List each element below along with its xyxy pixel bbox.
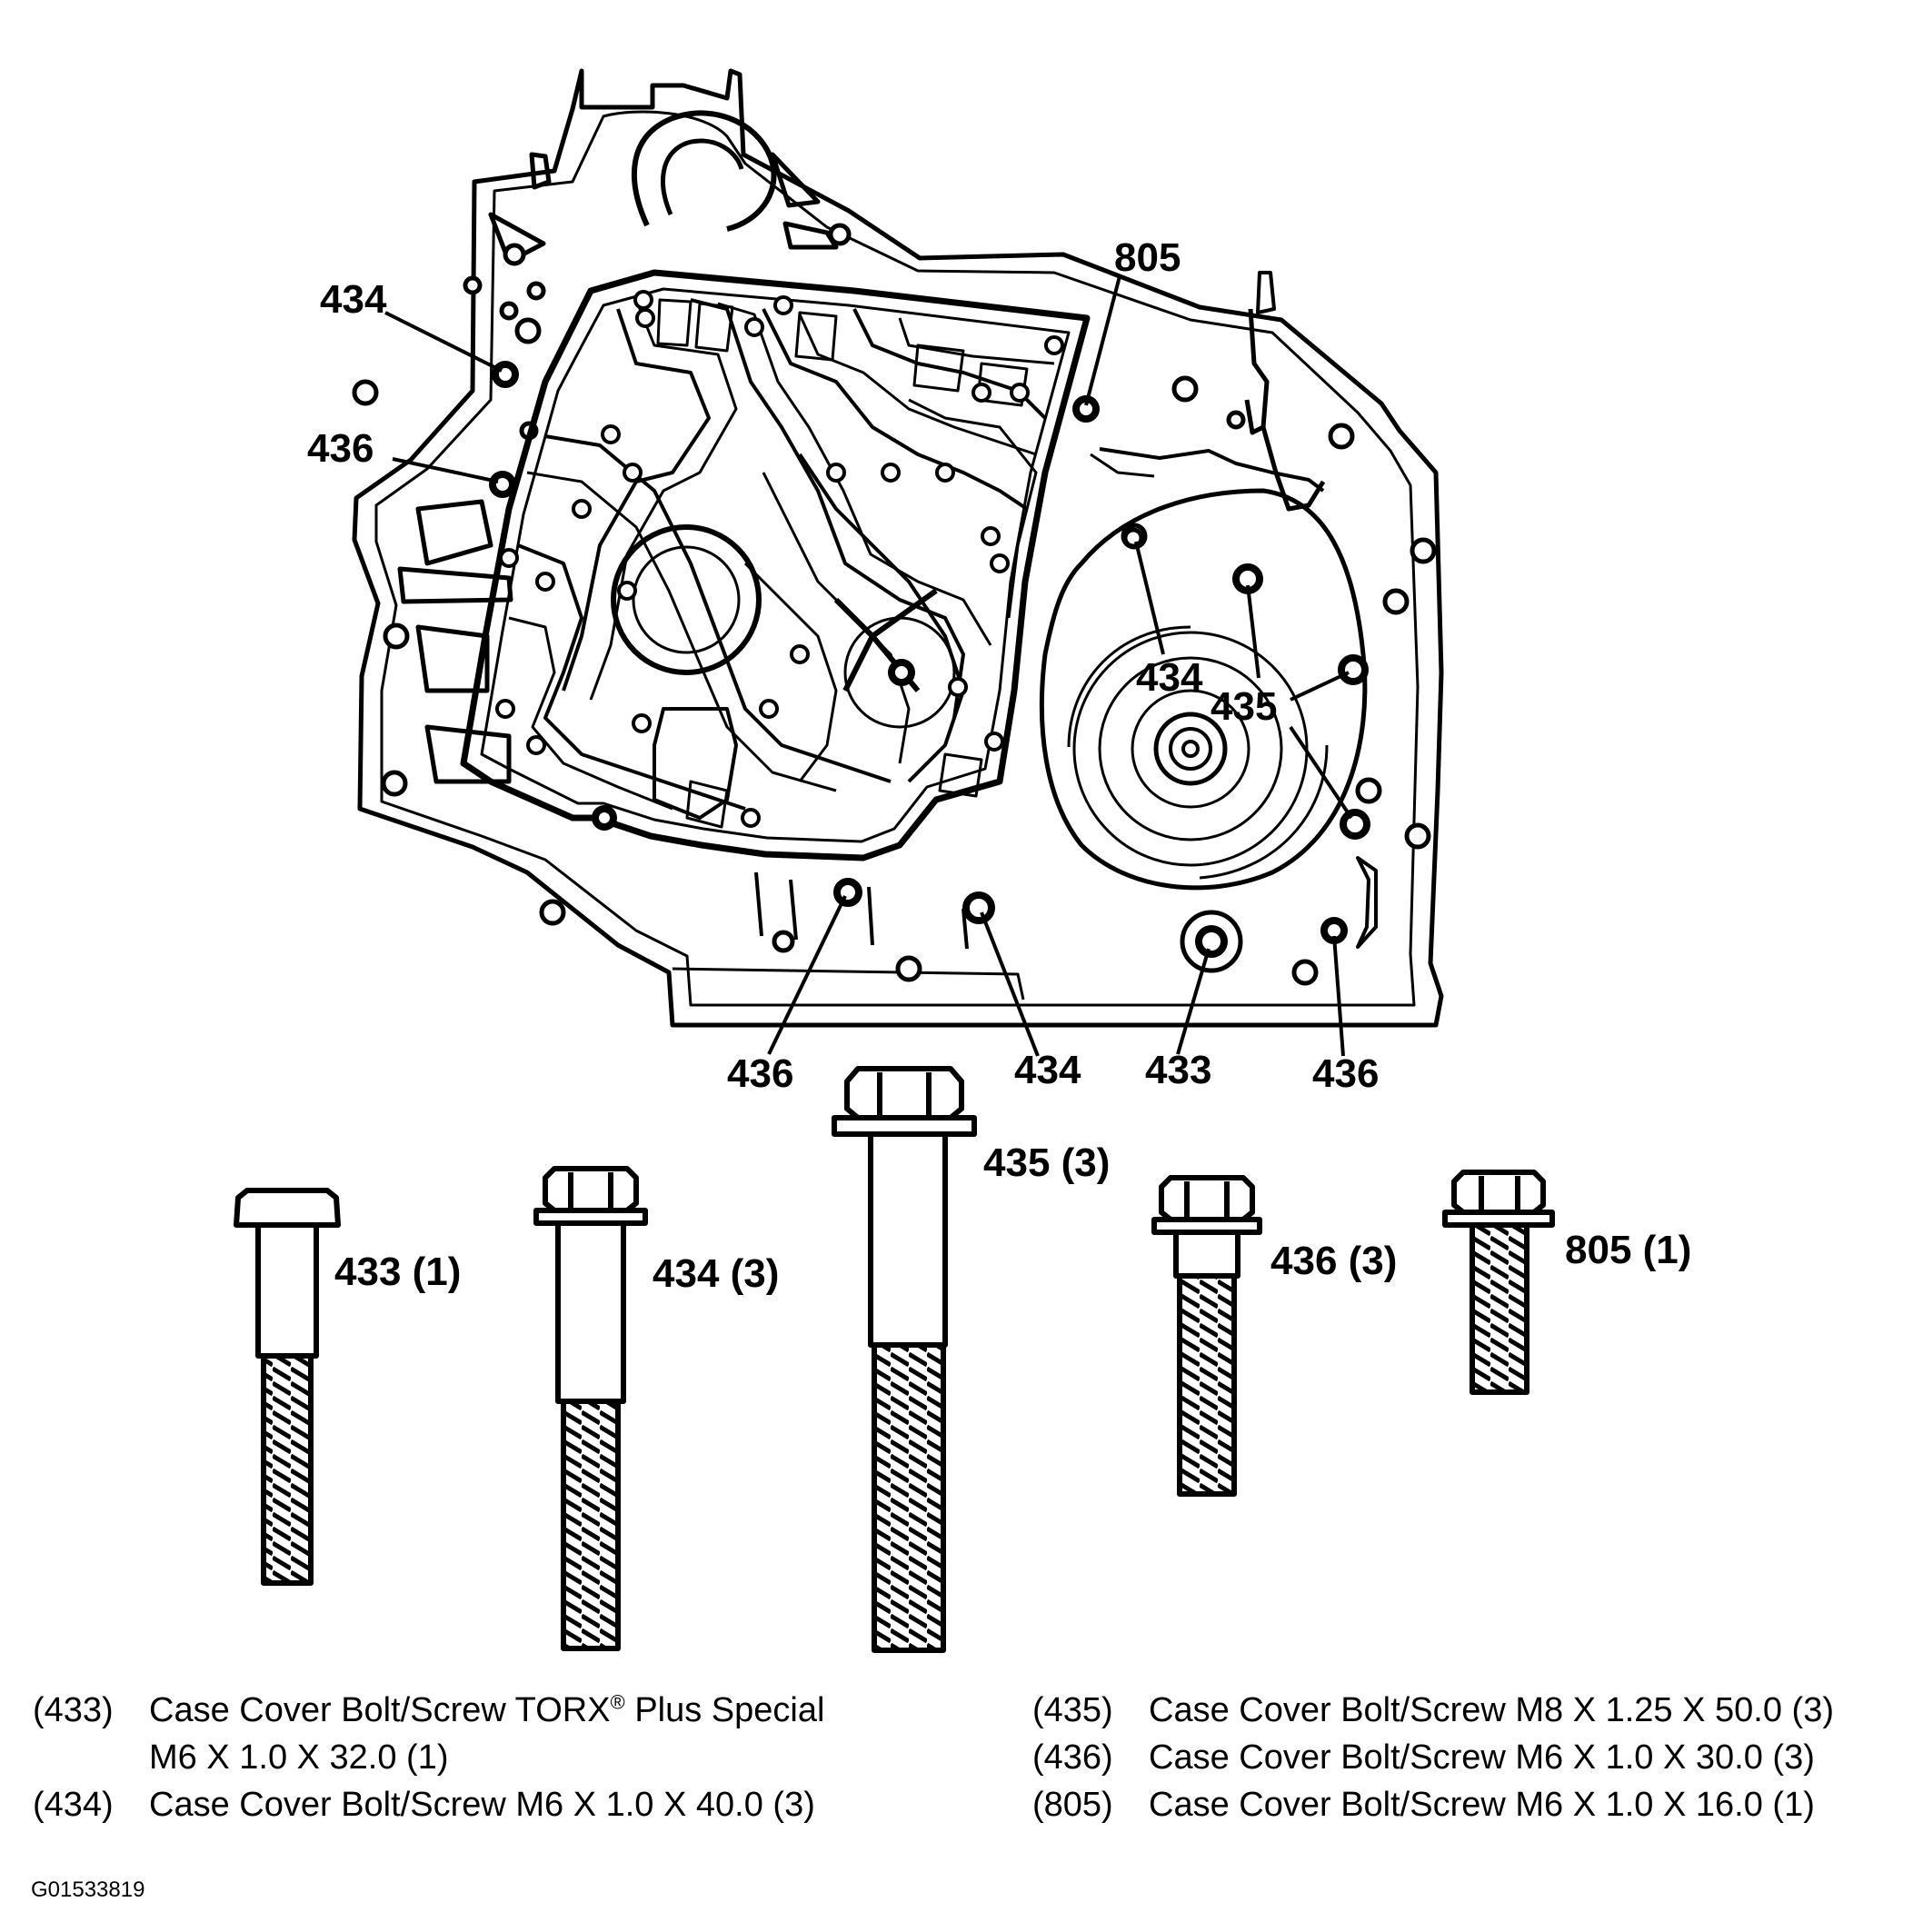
bolt-434 [533, 1166, 648, 1651]
legend-desc: Case Cover Bolt/Screw M6 X 1.0 X 16.0 (1… [1149, 1786, 1815, 1824]
bolt-436 [1151, 1175, 1262, 1497]
callout-433-bottom: 433 [1145, 1048, 1211, 1092]
bolt-436-label: 436 (3) [1270, 1239, 1397, 1283]
callout-436-bottom-left: 436 [727, 1051, 793, 1096]
legend-num: (436) [1032, 1738, 1113, 1777]
legend-desc-line2: M6 X 1.0 X 32.0 (1) [149, 1738, 449, 1777]
legend-item-433: (433) Case Cover Bolt/Screw TORX® Plus S… [33, 1687, 996, 1781]
bolt-435-label: 435 (3) [983, 1140, 1110, 1185]
legend-item-436: (436) Case Cover Bolt/Screw M6 X 1.0 X 3… [1032, 1734, 1905, 1781]
legend-num: (435) [1032, 1691, 1113, 1729]
bolt-433-label: 433 (1) [334, 1250, 461, 1294]
callout-434-bottom: 434 [1014, 1048, 1081, 1092]
bolt-434-label: 434 (3) [653, 1251, 779, 1296]
bolt-805-label: 805 (1) [1565, 1228, 1691, 1272]
legend-item-435: (435) Case Cover Bolt/Screw M8 X 1.25 X … [1032, 1687, 1905, 1734]
callout-434-upper-left: 434 [320, 277, 387, 322]
legend-desc: Case Cover Bolt/Screw M6 X 1.0 X 40.0 (3… [149, 1786, 815, 1824]
figure-code: G01533819 [31, 1877, 145, 1902]
bolt-433 [234, 1188, 341, 1586]
callout-436-bottom-right: 436 [1312, 1051, 1379, 1096]
legend-right: (435) Case Cover Bolt/Screw M8 X 1.25 X … [1032, 1687, 1905, 1828]
leader-lines [384, 275, 1353, 1057]
legend-desc-tail: Plus Special [624, 1691, 825, 1729]
transmission-case [352, 68, 1444, 1028]
valve-body [460, 269, 1091, 861]
bolt-805 [1442, 1170, 1555, 1395]
callout-435-center: 435 [1211, 684, 1277, 729]
bolt-435 [832, 1066, 977, 1653]
legend-num: (433) [33, 1691, 114, 1729]
callout-436-upper-left: 436 [307, 426, 374, 471]
legend-item-434: (434) Case Cover Bolt/Screw M6 X 1.0 X 4… [33, 1781, 996, 1828]
callout-805-top: 805 [1114, 235, 1181, 280]
servo-cover [1039, 488, 1368, 973]
legend-desc: Case Cover Bolt/Screw M8 X 1.25 X 50.0 (… [1149, 1691, 1834, 1729]
legend-num: (805) [1032, 1786, 1113, 1824]
callout-434-center: 434 [1136, 655, 1203, 700]
legend-desc: Case Cover Bolt/Screw M6 X 1.0 X 30.0 (3… [1149, 1738, 1815, 1777]
registered-mark: ® [610, 1690, 625, 1714]
legend-left: (433) Case Cover Bolt/Screw TORX® Plus S… [33, 1687, 996, 1828]
case-cover-bolt-diagram: 805 434 436 434 435 436 434 433 436 433 … [234, 68, 1691, 1653]
legend-num: (434) [33, 1786, 114, 1824]
installed-bolt-heads [489, 361, 1370, 958]
legend-item-805: (805) Case Cover Bolt/Screw M6 X 1.0 X 1… [1032, 1781, 1905, 1828]
valve-body-holes [495, 290, 1064, 828]
legend-desc: Case Cover Bolt/Screw TORX [149, 1691, 611, 1729]
